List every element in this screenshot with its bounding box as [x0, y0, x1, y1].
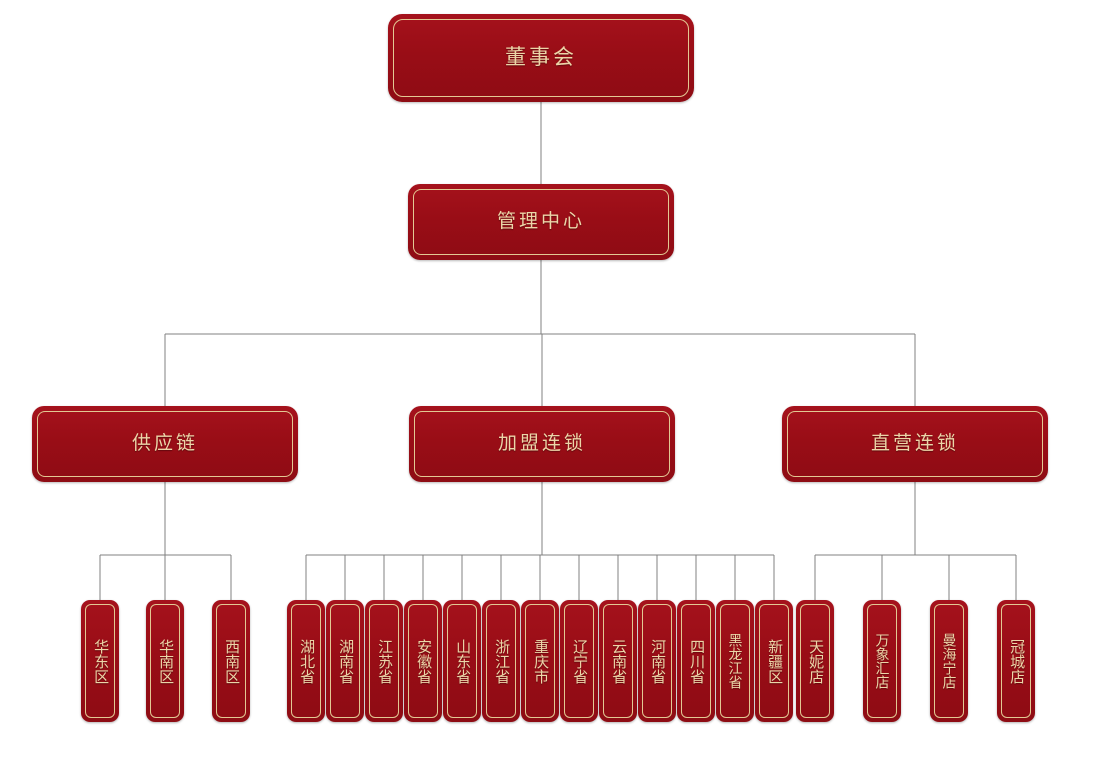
node-label: 华东区: [92, 638, 110, 684]
node-leaf[interactable]: 西南区: [212, 600, 250, 722]
node-label: 湖北省: [298, 638, 316, 684]
node-leaf[interactable]: 重庆市: [521, 600, 559, 722]
node-leaf[interactable]: 湖北省: [287, 600, 325, 722]
node-leaf[interactable]: 华南区: [146, 600, 184, 722]
node-label: 冠城店: [1008, 638, 1026, 684]
node-label: 华南区: [157, 638, 175, 684]
node-leaf[interactable]: 黑龙江省: [716, 600, 754, 722]
node-label: 重庆市: [532, 638, 550, 684]
node-label: 云南省: [610, 638, 628, 684]
node-label: 供应链: [131, 432, 198, 454]
node-leaf[interactable]: 天妮店: [796, 600, 834, 722]
node-leaf[interactable]: 安徽省: [404, 600, 442, 722]
node-leaf[interactable]: 曼海宁店: [930, 600, 968, 722]
node-leaf[interactable]: 四川省: [677, 600, 715, 722]
node-label: 河南省: [649, 638, 667, 684]
node-label: 浙江省: [493, 638, 511, 684]
node-division-direct-chain[interactable]: 直营连锁: [782, 406, 1048, 482]
node-label: 江苏省: [376, 638, 394, 684]
node-leaf[interactable]: 山东省: [443, 600, 481, 722]
node-leaf[interactable]: 浙江省: [482, 600, 520, 722]
node-division-supply-chain[interactable]: 供应链: [32, 406, 298, 482]
node-label: 直营连锁: [870, 432, 959, 454]
node-leaf[interactable]: 辽宁省: [560, 600, 598, 722]
node-label: 曼海宁店: [941, 633, 958, 689]
node-label: 四川省: [688, 638, 706, 684]
node-label: 管理中心: [496, 210, 585, 232]
node-division-franchise-chain[interactable]: 加盟连锁: [409, 406, 675, 482]
node-label: 辽宁省: [571, 638, 589, 684]
node-label: 西南区: [223, 638, 241, 684]
node-leaf[interactable]: 湖南省: [326, 600, 364, 722]
node-leaf[interactable]: 华东区: [81, 600, 119, 722]
node-board-of-directors[interactable]: 董事会: [388, 14, 694, 102]
node-label: 天妮店: [807, 638, 825, 684]
node-label: 新疆区: [766, 638, 784, 684]
node-label: 黑龙江省: [727, 633, 744, 689]
node-label: 董事会: [505, 45, 577, 69]
node-leaf[interactable]: 云南省: [599, 600, 637, 722]
node-leaf[interactable]: 江苏省: [365, 600, 403, 722]
node-leaf[interactable]: 河南省: [638, 600, 676, 722]
node-label: 湖南省: [337, 638, 355, 684]
node-leaf[interactable]: 冠城店: [997, 600, 1035, 722]
node-leaf[interactable]: 新疆区: [755, 600, 793, 722]
node-leaf[interactable]: 万象汇店: [863, 600, 901, 722]
node-label: 安徽省: [415, 638, 433, 684]
node-label: 山东省: [454, 638, 472, 684]
node-label: 加盟连锁: [497, 432, 586, 454]
node-management-center[interactable]: 管理中心: [408, 184, 674, 260]
node-label: 万象汇店: [874, 633, 891, 689]
